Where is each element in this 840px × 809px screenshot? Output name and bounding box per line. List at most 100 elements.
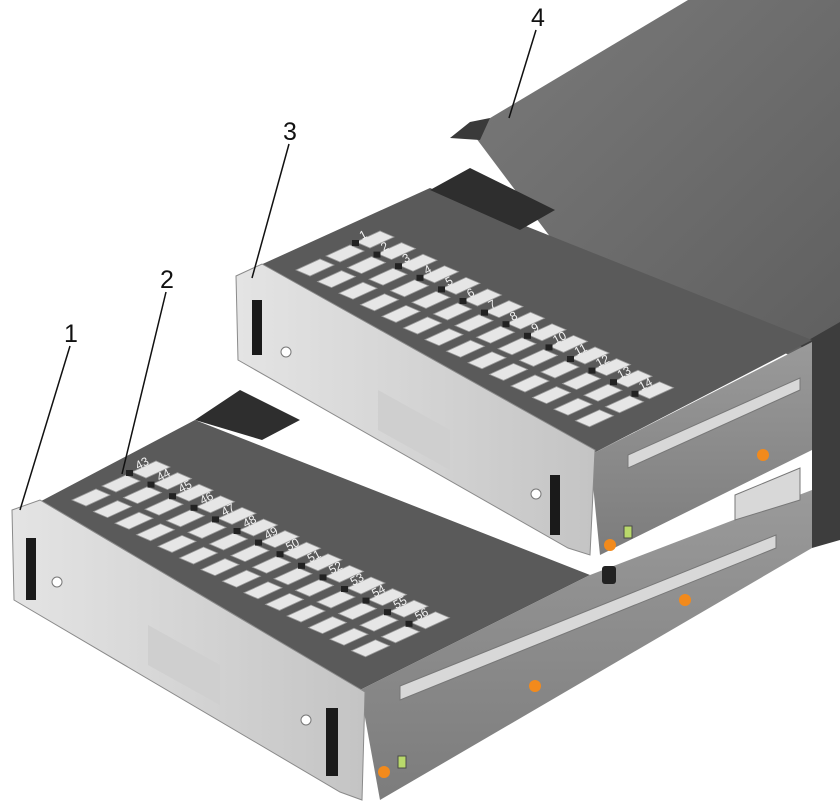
upper-drive-carrier <box>634 381 675 400</box>
lower-bay-number: 56 <box>412 605 431 624</box>
lower-drive-carrier <box>92 500 133 519</box>
lower-drive-carrier <box>359 613 399 632</box>
upper-bay-indicator <box>352 240 359 246</box>
lower-drive-carrier <box>174 483 214 502</box>
upper-drive-carrier <box>548 334 589 353</box>
upper-drive-carrier <box>346 256 387 275</box>
lower-bay-indicator <box>405 620 413 627</box>
upper-drive-carrier <box>531 386 572 405</box>
upper-drive-carrier <box>355 230 395 249</box>
lower-drive-carrier <box>135 523 176 542</box>
lower-drive-carrier <box>230 544 270 563</box>
upper-drawer-led-orange-side <box>757 449 769 461</box>
lower-drive-carrier <box>286 604 326 623</box>
upper-drawer-led-green <box>623 525 633 539</box>
lower-drawer-handle-right <box>326 708 338 776</box>
lower-bay-indicator <box>147 481 155 488</box>
lower-drive-carrier <box>329 627 369 646</box>
lower-drawer-screw-left <box>51 576 63 588</box>
lower-bay-number: 48 <box>240 512 259 531</box>
lower-bay-indicator <box>233 528 241 534</box>
lower-drive-carrier <box>157 534 197 553</box>
upper-drive-carrier <box>462 288 503 307</box>
lower-drive-carrier <box>187 520 227 539</box>
upper-drive-carrier <box>518 348 559 367</box>
upper-drive-carrier <box>583 383 623 402</box>
lower-bay-indicator <box>384 609 391 616</box>
lower-bay-indicator <box>276 551 284 558</box>
upper-drive-carrier <box>604 395 645 414</box>
lower-drive-carrier <box>346 576 386 595</box>
lower-drive-carrier <box>264 592 305 611</box>
upper-drive-carrier <box>424 328 464 347</box>
lower-drive-carrier <box>200 558 240 577</box>
lower-bay-indicator <box>212 516 219 523</box>
lower-drive-carrier <box>243 581 283 600</box>
lower-drive-carrier <box>281 541 322 560</box>
upper-bay-indicator <box>631 390 639 397</box>
upper-bay-number: 13 <box>615 363 634 382</box>
lower-drawer-shadow-block <box>195 390 300 440</box>
upper-drive-carrier <box>389 279 430 298</box>
callout-1: 1 <box>64 320 78 348</box>
lower-drive-carrier <box>238 518 279 537</box>
upper-drive-carrier <box>445 339 486 358</box>
upper-drive-carrier <box>510 374 550 393</box>
callout-3: 3 <box>283 118 297 146</box>
upper-drawer-front-panel <box>235 263 596 556</box>
upper-bay-indicator <box>588 367 596 374</box>
upper-bay-indicator <box>524 332 531 339</box>
upper-bay-indicator <box>481 309 488 316</box>
upper-drive-carrier <box>570 346 610 365</box>
leader-line-4 <box>508 29 537 119</box>
upper-drive-carrier <box>454 314 494 333</box>
callout-2: 2 <box>160 266 174 294</box>
upper-drive-carrier <box>488 362 529 381</box>
upper-drive-carrier <box>411 290 451 309</box>
lower-bay-number: 45 <box>176 477 195 496</box>
lower-drive-carrier <box>307 616 348 635</box>
lower-drive-carrier <box>389 599 429 618</box>
upper-drive-carrier <box>381 304 421 323</box>
lower-drawer-led-orange-side <box>679 594 691 606</box>
lower-bay-number: 50 <box>283 535 302 554</box>
upper-drive-carrier <box>325 244 365 263</box>
upper-drive-carrier <box>574 409 615 428</box>
lower-drawer-latch <box>602 566 616 584</box>
lower-drive-carrier <box>221 569 262 588</box>
upper-drive-carrier <box>527 323 567 342</box>
upper-bay-indicator <box>459 298 467 304</box>
lower-drive-carrier <box>324 564 365 583</box>
upper-bay-indicator <box>373 251 381 258</box>
upper-drive-carrier <box>467 351 507 370</box>
upper-bay-indicator <box>610 379 617 386</box>
chassis-back-ear <box>450 118 490 140</box>
lower-bay-number: 43 <box>133 454 152 473</box>
upper-bay-indicator <box>395 263 402 270</box>
lower-drive-carrier <box>337 602 378 621</box>
upper-drive-carrier <box>359 293 400 312</box>
leader-line-3 <box>251 143 290 279</box>
lower-bay-indicator <box>319 574 327 581</box>
upper-bay-indicator <box>545 344 553 351</box>
upper-drive-carrier <box>376 242 417 261</box>
upper-drawer-shadow-block <box>430 168 555 230</box>
upper-drive-carrier <box>475 325 516 344</box>
lower-drive-carrier <box>303 553 343 572</box>
upper-drive-carrier <box>338 281 378 300</box>
upper-bay-indicator <box>416 274 424 281</box>
lower-bay-number: 55 <box>391 593 410 612</box>
lower-bay-indicator <box>126 470 133 476</box>
upper-drive-carrier <box>484 300 524 319</box>
lower-drive-carrier <box>251 555 292 574</box>
upper-bay-indicator <box>567 356 574 362</box>
lower-drive-carrier <box>144 497 184 516</box>
chassis-side <box>800 322 840 548</box>
lower-drive-carrier <box>410 611 451 630</box>
lower-drive-carrier <box>178 546 219 565</box>
upper-drawer-led-orange <box>604 539 616 551</box>
upper-drive-carrier <box>540 360 580 379</box>
upper-drive-carrier <box>432 302 473 321</box>
